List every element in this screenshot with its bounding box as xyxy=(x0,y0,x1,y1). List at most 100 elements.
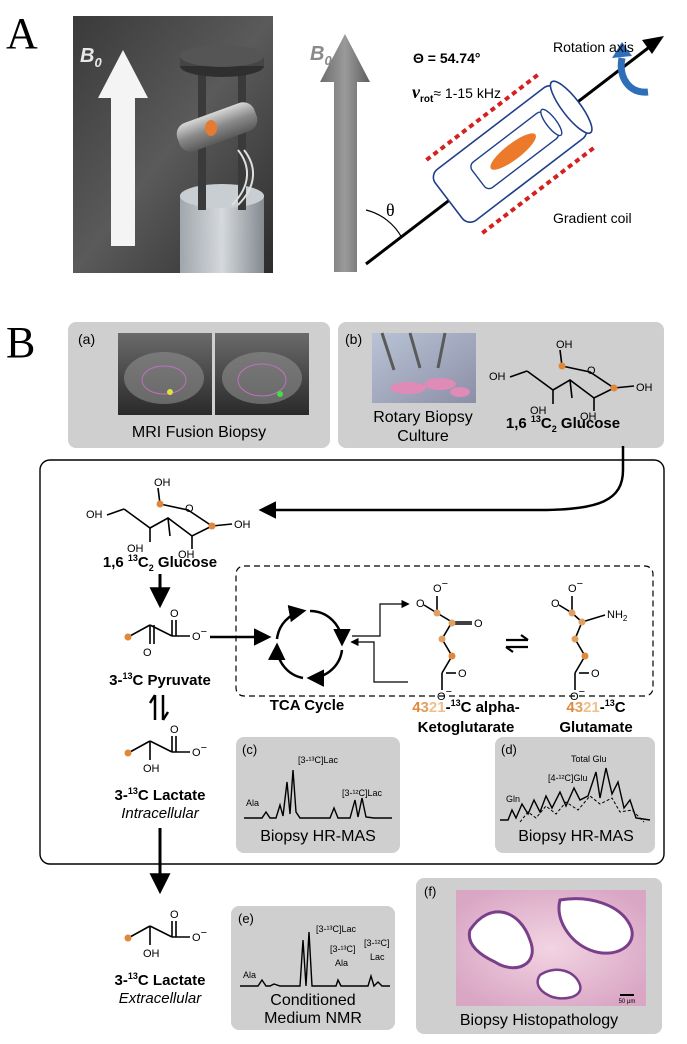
spectrum-c xyxy=(244,769,392,819)
equilibrium-pyr-lac xyxy=(148,694,170,721)
lactate-ex-label: 3-13C Lactate xyxy=(115,971,206,989)
o-label: O xyxy=(474,618,483,630)
glu-label: 4321-13C xyxy=(566,698,625,716)
peak-label-e-lac13: [3-¹³C]Lac xyxy=(316,924,357,934)
b0-arrow-white xyxy=(98,50,148,246)
oh-label: OH xyxy=(86,509,103,521)
tca-dashed-box xyxy=(235,565,654,697)
panel-b: B (a) MRI Fusion Biopsy (b) Ro xyxy=(6,318,665,1034)
glucose-label-main: 1,6 13C2 Glucose xyxy=(103,553,217,573)
tca-akg-arrows xyxy=(350,599,410,683)
glucose-structure-main xyxy=(106,487,233,549)
oh-label: OH xyxy=(178,549,195,561)
tca-cycle-icon xyxy=(268,604,351,687)
panel-b-letter: B xyxy=(6,318,35,367)
o-minus-label: O− xyxy=(192,742,207,759)
spin-rate-label: νrot≈ 1-15 kHz xyxy=(412,82,501,105)
peak-label-e-ala13a: [3-¹³C] xyxy=(330,944,356,954)
oh-label: OH xyxy=(530,405,547,417)
subpanel-f-label: Biopsy Histopathology xyxy=(460,1012,618,1029)
tca-label: TCA Cycle xyxy=(270,697,344,714)
o-minus-label: O− xyxy=(433,578,448,595)
subpanel-e-label-1: Conditioned xyxy=(270,992,355,1009)
o-minus-label: O− xyxy=(437,686,452,703)
subpanel-e: (e) Ala [3-¹³C]Lac [3-¹³C] Ala [3-¹²C] L… xyxy=(231,906,395,1030)
o-label: O xyxy=(587,365,596,377)
subpanel-f-tag: (f) xyxy=(424,884,436,899)
spectrum-e xyxy=(240,931,390,988)
subpanel-d: (d) Gln [4-¹²C]Glu Total Glu Biopsy HR-M… xyxy=(495,737,655,853)
o-minus-label: O− xyxy=(192,626,207,643)
glu-label-line2: Glutamate xyxy=(559,719,632,736)
oh-label: OH xyxy=(489,371,506,383)
probe-photo: B0 xyxy=(73,16,273,273)
peak-label-e-lac12b: Lac xyxy=(370,952,385,962)
theta-label: θ xyxy=(386,200,395,220)
equilibrium-akg-glu xyxy=(505,634,529,653)
oh-label: OH xyxy=(143,763,160,775)
o-label: O xyxy=(170,724,179,736)
subpanel-c: (c) Ala [3-¹³C]Lac [3-¹²C]Lac Biopsy HR-… xyxy=(236,737,400,853)
subpanel-f: (f) 50 μm Biopsy Histopathology xyxy=(416,878,662,1034)
peak-label-e-lac12a: [3-¹²C] xyxy=(364,938,390,948)
scale-bar-label: 50 μm xyxy=(619,999,636,1005)
pyruvate-structure xyxy=(129,620,190,644)
lactate-in-location: Intracellular xyxy=(121,805,200,822)
lactate-ex-location: Extracellular xyxy=(119,990,203,1007)
oh-label: OH xyxy=(127,543,144,555)
peak-label-c-lac12: [3-¹²C]Lac xyxy=(342,788,383,798)
magic-angle-label: Θ = 54.74° xyxy=(413,50,480,66)
peak-label-d-gln: Gln xyxy=(506,794,520,804)
peak-label-d-glu: [4-¹²C]Glu xyxy=(548,773,588,783)
o-label: O xyxy=(551,598,560,610)
o-label: O xyxy=(458,668,467,680)
nh2-label: NH2 xyxy=(607,609,628,623)
subpanel-e-tag: (e) xyxy=(238,911,254,926)
akg-label-line2: Ketoglutarate xyxy=(418,719,515,736)
lactate-ex-structure xyxy=(129,921,190,945)
peak-label-c-lac13: [3-¹³C]Lac xyxy=(298,755,339,765)
peak-label-e-ala: Ala xyxy=(243,970,256,980)
oh-label: OH xyxy=(580,411,597,423)
o-minus-label: O− xyxy=(570,686,585,703)
subpanel-a-tag: (a) xyxy=(78,331,95,347)
oh-label: OH xyxy=(143,948,160,960)
o-label: O xyxy=(170,909,179,921)
rotation-arrow-icon xyxy=(617,57,649,96)
o-minus-label: O− xyxy=(568,578,583,595)
pyruvate-label: 3-13C Pyruvate xyxy=(109,671,211,689)
sample xyxy=(490,133,536,170)
subpanel-b-label-2: Culture xyxy=(397,428,449,445)
theta-arc xyxy=(365,209,403,239)
subpanel-a-label: MRI Fusion Biopsy xyxy=(132,424,266,441)
subpanel-c-label: Biopsy HR-MAS xyxy=(260,828,376,845)
flow-arrow-curve xyxy=(258,446,625,519)
b0-label-right: B0 xyxy=(310,43,332,68)
oh-label: OH xyxy=(154,477,171,489)
o-label: O xyxy=(416,598,425,610)
subpanel-b-tag: (b) xyxy=(345,331,362,347)
panel-a-letter: A xyxy=(6,9,38,58)
metabolism-box xyxy=(39,459,665,865)
gradient-coil-label: Gradient coil xyxy=(553,210,632,226)
oh-label: OH xyxy=(234,519,251,531)
gradient-coil-bottom xyxy=(481,144,598,235)
subpanel-b: (b) Rotary Biopsy Culture OH xyxy=(338,322,664,448)
o-minus-label: O− xyxy=(192,927,207,944)
lactate-in-structure xyxy=(129,736,190,760)
oh-label: OH xyxy=(556,339,573,351)
b0-label-left: B0 xyxy=(80,45,102,70)
subpanel-a: (a) MRI Fusion Biopsy xyxy=(68,322,330,448)
gradient-coil-top xyxy=(425,70,543,162)
subpanel-d-tag: (d) xyxy=(501,742,517,757)
o-label: O xyxy=(591,668,600,680)
o-label: O xyxy=(170,608,179,620)
subpanel-c-tag: (c) xyxy=(242,742,257,757)
peak-label-e-ala13b: Ala xyxy=(335,958,348,968)
akg-label: 4321-13C alpha- xyxy=(412,698,520,716)
peak-label-d-total: Total Glu xyxy=(571,754,607,764)
panel-a: A B0 B0 θ xyxy=(6,9,664,273)
o-label: O xyxy=(143,647,152,659)
spectrum-d xyxy=(500,767,651,821)
